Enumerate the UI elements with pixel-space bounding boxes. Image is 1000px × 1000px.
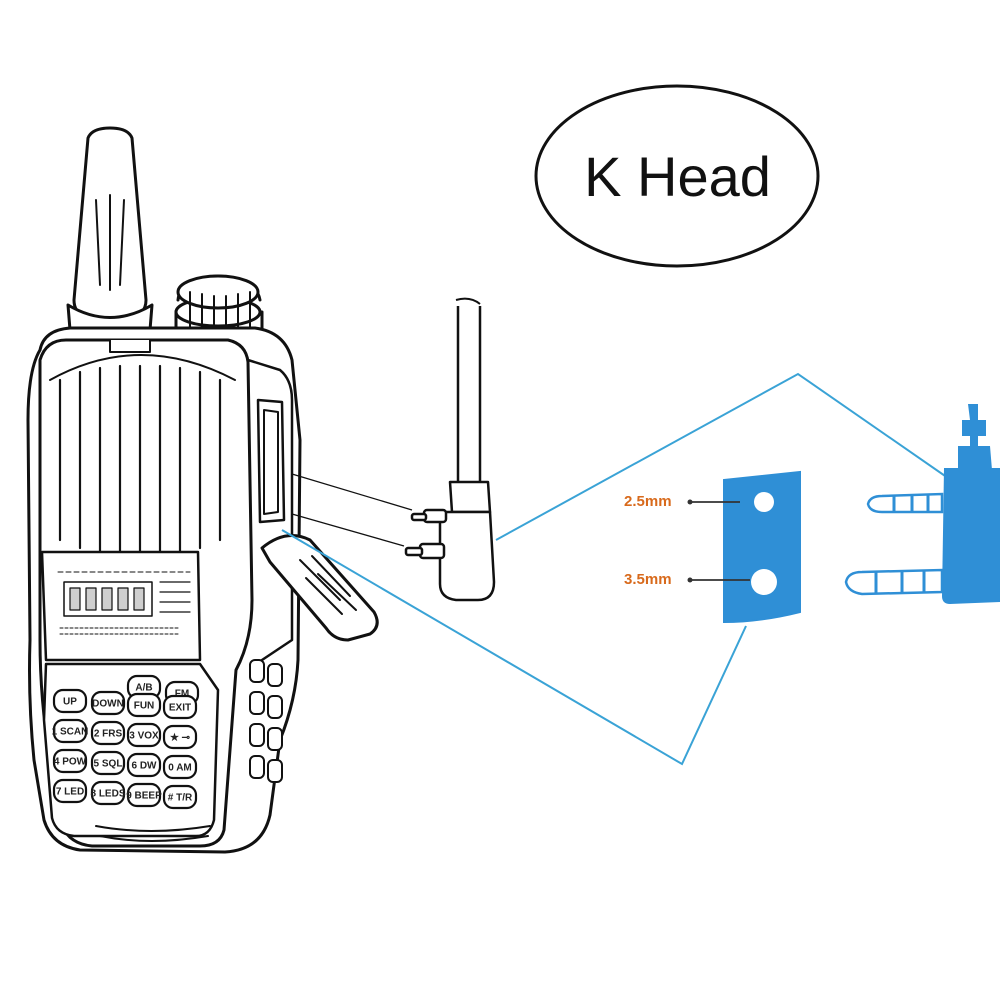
key-1-0: 1 SCAN — [52, 718, 89, 744]
key-label: A/B — [135, 683, 152, 694]
antenna — [66, 126, 154, 341]
key-1-2: 3 VOX — [126, 722, 162, 748]
keypad: A/B FM UP DOWN FUN EXIT 1 SCAN 2 FRS 3 VOX ★ ⊸ 4 P… — [52, 674, 200, 810]
key-label: FUN — [134, 701, 155, 712]
pointer-line-upper — [291, 473, 413, 511]
pointer-line-lower — [291, 513, 405, 547]
key-label: 9 BEEP — [126, 791, 162, 802]
key-label: 4 POW — [54, 757, 87, 768]
title-ellipse — [534, 84, 820, 268]
key-label: 5 SQL — [94, 759, 123, 770]
callout-line-jack — [281, 529, 747, 766]
jack-hole-small — [754, 492, 774, 512]
key-label: UP — [63, 697, 77, 708]
pin-3.5mm — [844, 568, 944, 596]
key-label: 6 DW — [132, 761, 158, 772]
key-label: 1 SCAN — [52, 727, 89, 738]
key-3-3: # T/R — [162, 784, 198, 810]
key-label: 0 AM — [168, 763, 192, 774]
label-3.5mm: 3.5mm — [624, 571, 672, 588]
key-0-1: DOWN — [90, 690, 126, 716]
key-0-3: EXIT — [162, 694, 198, 720]
key-label: FM — [175, 689, 189, 700]
key-2-0: 4 POW — [52, 748, 88, 774]
key-label: 2 FRS — [94, 729, 123, 740]
key-label: # T/R — [168, 793, 193, 804]
lcd-display — [40, 550, 202, 662]
key-label: ★ ⊸ — [170, 733, 191, 744]
key-1-3: ★ ⊸ — [162, 724, 198, 750]
key-label: 8 LEDS — [90, 789, 125, 800]
key-3-0: 7 LED — [52, 778, 88, 804]
callout-line-plug — [495, 372, 949, 541]
key-0-2: FUN — [126, 692, 162, 718]
key-1-1: 2 FRS — [90, 720, 126, 746]
jack-plate — [687, 470, 801, 624]
key-label: DOWN — [92, 699, 124, 710]
key-label: 7 LED — [56, 787, 84, 798]
title-badge: K Head — [535, 85, 820, 267]
label-2.5mm: 2.5mm — [624, 493, 672, 510]
key-3-2: 9 BEEP — [126, 782, 162, 808]
key-0-0: UP — [52, 688, 88, 714]
key-2-1: 5 SQL — [90, 750, 126, 776]
key-3-1: 8 LEDS — [90, 780, 126, 806]
key-2-3: 0 AM — [162, 754, 198, 780]
k-plug-drawing — [404, 297, 496, 602]
key-label: 3 VOX — [129, 731, 159, 742]
key-label: EXIT — [169, 703, 191, 714]
pin-2.5mm — [866, 492, 944, 514]
pointer-lines — [281, 372, 949, 766]
key-2-2: 6 DW — [126, 752, 162, 778]
k-plug-blue — [844, 404, 1000, 604]
side-grille — [249, 659, 283, 783]
title-text: K Head — [584, 144, 771, 208]
jack-hole-large — [751, 569, 777, 595]
radio-illustration — [26, 126, 379, 854]
